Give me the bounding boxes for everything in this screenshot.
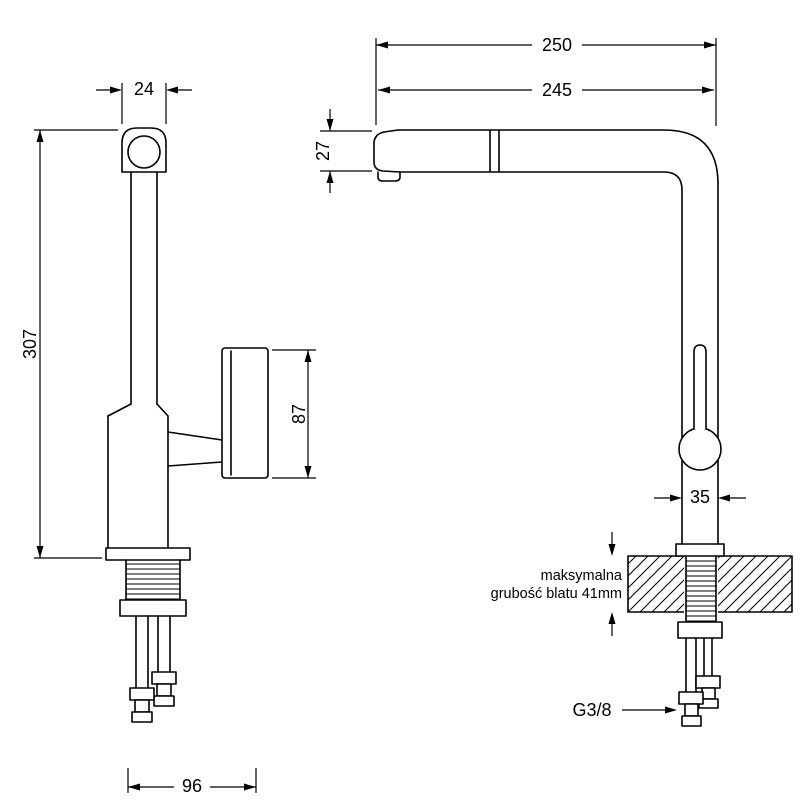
thread-size-callout: G3/8 — [572, 700, 677, 720]
dimension-pipe-diameter: 35 — [654, 487, 746, 507]
mounting-nut-front — [677, 621, 723, 639]
dimension-body-height: 87 — [272, 349, 316, 479]
dim-base-span-label: 96 — [182, 776, 202, 796]
faucet-front-view — [373, 129, 793, 727]
dim-spout-width-label: 24 — [134, 79, 154, 99]
dim-pipe-diameter-label: 35 — [690, 487, 710, 507]
supply-hoses-front — [678, 637, 721, 727]
dimension-spout-width: 24 — [96, 79, 192, 124]
aerator — [377, 171, 401, 182]
threaded-shank-front — [684, 554, 718, 623]
base-flange-front — [675, 543, 725, 557]
supply-hoses-side — [129, 615, 177, 723]
handle-ball — [678, 427, 722, 471]
threaded-shank-side — [125, 559, 181, 601]
pullout-head — [373, 129, 401, 173]
mounting-nut-side — [119, 599, 187, 617]
faucet-side-view — [105, 127, 269, 723]
countertop-note-line2: grubość blatu 41mm — [491, 586, 622, 602]
dimension-total-height: 307 — [20, 129, 118, 559]
base-flange-side — [105, 547, 191, 561]
thread-size-label: G3/8 — [572, 700, 611, 720]
spout-head-side — [121, 127, 167, 173]
countertop-note-line1: maksymalna — [541, 568, 623, 584]
handle-block-side — [221, 347, 269, 479]
faucet-body-side — [107, 415, 223, 549]
countertop-thickness-annotation: maksymalna grubość blatu 41mm — [491, 532, 623, 636]
dim-total-height-label: 307 — [20, 329, 40, 359]
spout-pipe-side — [107, 171, 169, 417]
pullout-separation-lines — [489, 130, 500, 172]
dimension-base-span: 96 — [127, 768, 257, 796]
spout-and-riser-front — [373, 129, 719, 545]
ball-joint-circle — [127, 135, 161, 169]
dim-overall-reach-label: 250 — [542, 35, 572, 55]
dimension-overall-reach: 250 — [375, 35, 717, 126]
dim-spout-reach-label: 245 — [542, 80, 572, 100]
dim-spout-height-label: 27 — [313, 141, 333, 161]
dim-body-height-label: 87 — [289, 404, 309, 424]
dimension-spout-reach: 245 — [378, 80, 714, 100]
handle-lever — [693, 344, 707, 429]
handle-front — [678, 344, 722, 471]
dimension-spout-height: 27 — [313, 109, 372, 193]
